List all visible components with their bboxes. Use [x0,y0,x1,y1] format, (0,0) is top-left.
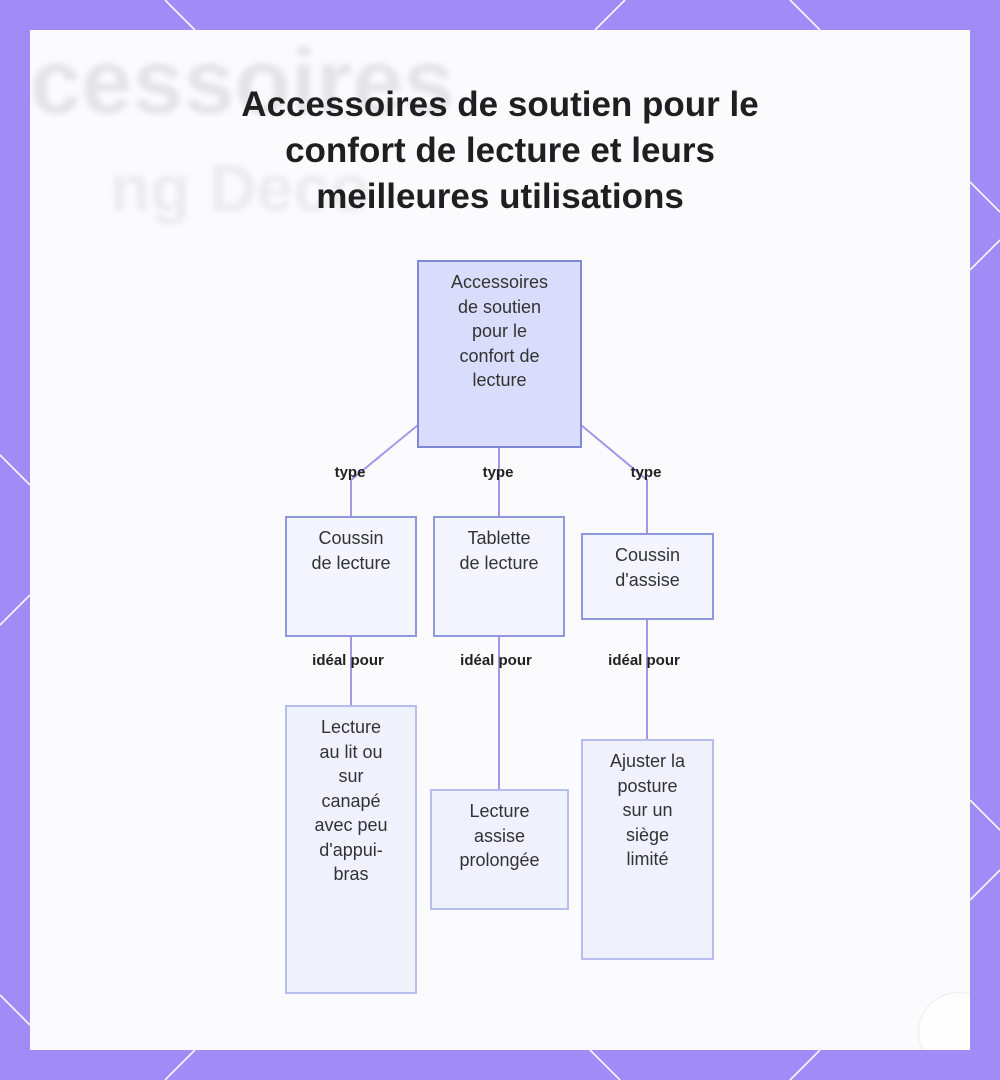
background-text: cessoires [30,31,455,133]
edge-label-ideal-pour: idéal pour [608,652,680,669]
edge-label-type: type [630,464,662,481]
node-tablette-de-lecture: Tablette de lecture [433,516,565,637]
page-title: Accessoires de soutien pour le confort d… [0,82,1000,220]
edge-label-ideal-pour: idéal pour [312,652,384,669]
node-text: assise [473,825,526,846]
node-text: prolongée [459,850,540,870]
node-text: Lecture [320,717,382,737]
node-use-ajuster-posture: Ajuster la posture sur un siège limité [581,739,714,960]
root-node: Accessoires de soutien pour le confort d… [417,260,582,448]
node-text: posture [617,775,678,796]
node-text: bras [333,864,369,884]
node-text: au lit ou [319,741,383,762]
node-text: lecture [472,370,527,390]
node-text: Coussin [614,545,681,565]
node-text: sur un [622,800,673,820]
node-text: Tablette [467,528,531,548]
node-text: siège [625,824,670,845]
node-text: de lecture [459,552,539,573]
node-text: limité [626,849,669,869]
edge-root-to-coussin-assise [580,424,648,534]
node-text: d'appui- [319,839,383,860]
node-use-lecture-au-lit: Lecture au lit ou sur canapé avec peu d'… [285,705,417,994]
edge-root-to-coussin-lecture [350,424,419,517]
edge-label-ideal-pour: idéal pour [460,652,532,669]
title-line: confort de lecture et leurs [285,131,715,170]
title-line: meilleures utilisations [316,177,684,216]
node-coussin-de-lecture: Coussin de lecture [285,516,417,637]
node-text: confort de [459,345,540,366]
node-coussin-d-assise: Coussin d'assise [581,533,714,620]
node-text: Lecture [469,801,530,821]
node-text: de lecture [311,552,391,573]
node-text: canapé [321,790,381,811]
node-use-lecture-assise: Lecture assise prolongée [430,789,569,910]
background-text: ng Deco [110,151,371,225]
node-text: de soutien [457,296,542,317]
title-line: Accessoires de soutien pour le [241,85,759,124]
node-text: pour le [471,321,528,341]
node-text: Accessoires [450,272,549,292]
node-text: d'assise [615,569,680,590]
node-text: Ajuster la [609,751,686,771]
node-text: Coussin [318,528,384,548]
node-text: avec peu [314,815,388,835]
node-text: sur [338,766,364,786]
edge-label-type: type [482,464,514,481]
edge-label-type: type [334,464,366,481]
